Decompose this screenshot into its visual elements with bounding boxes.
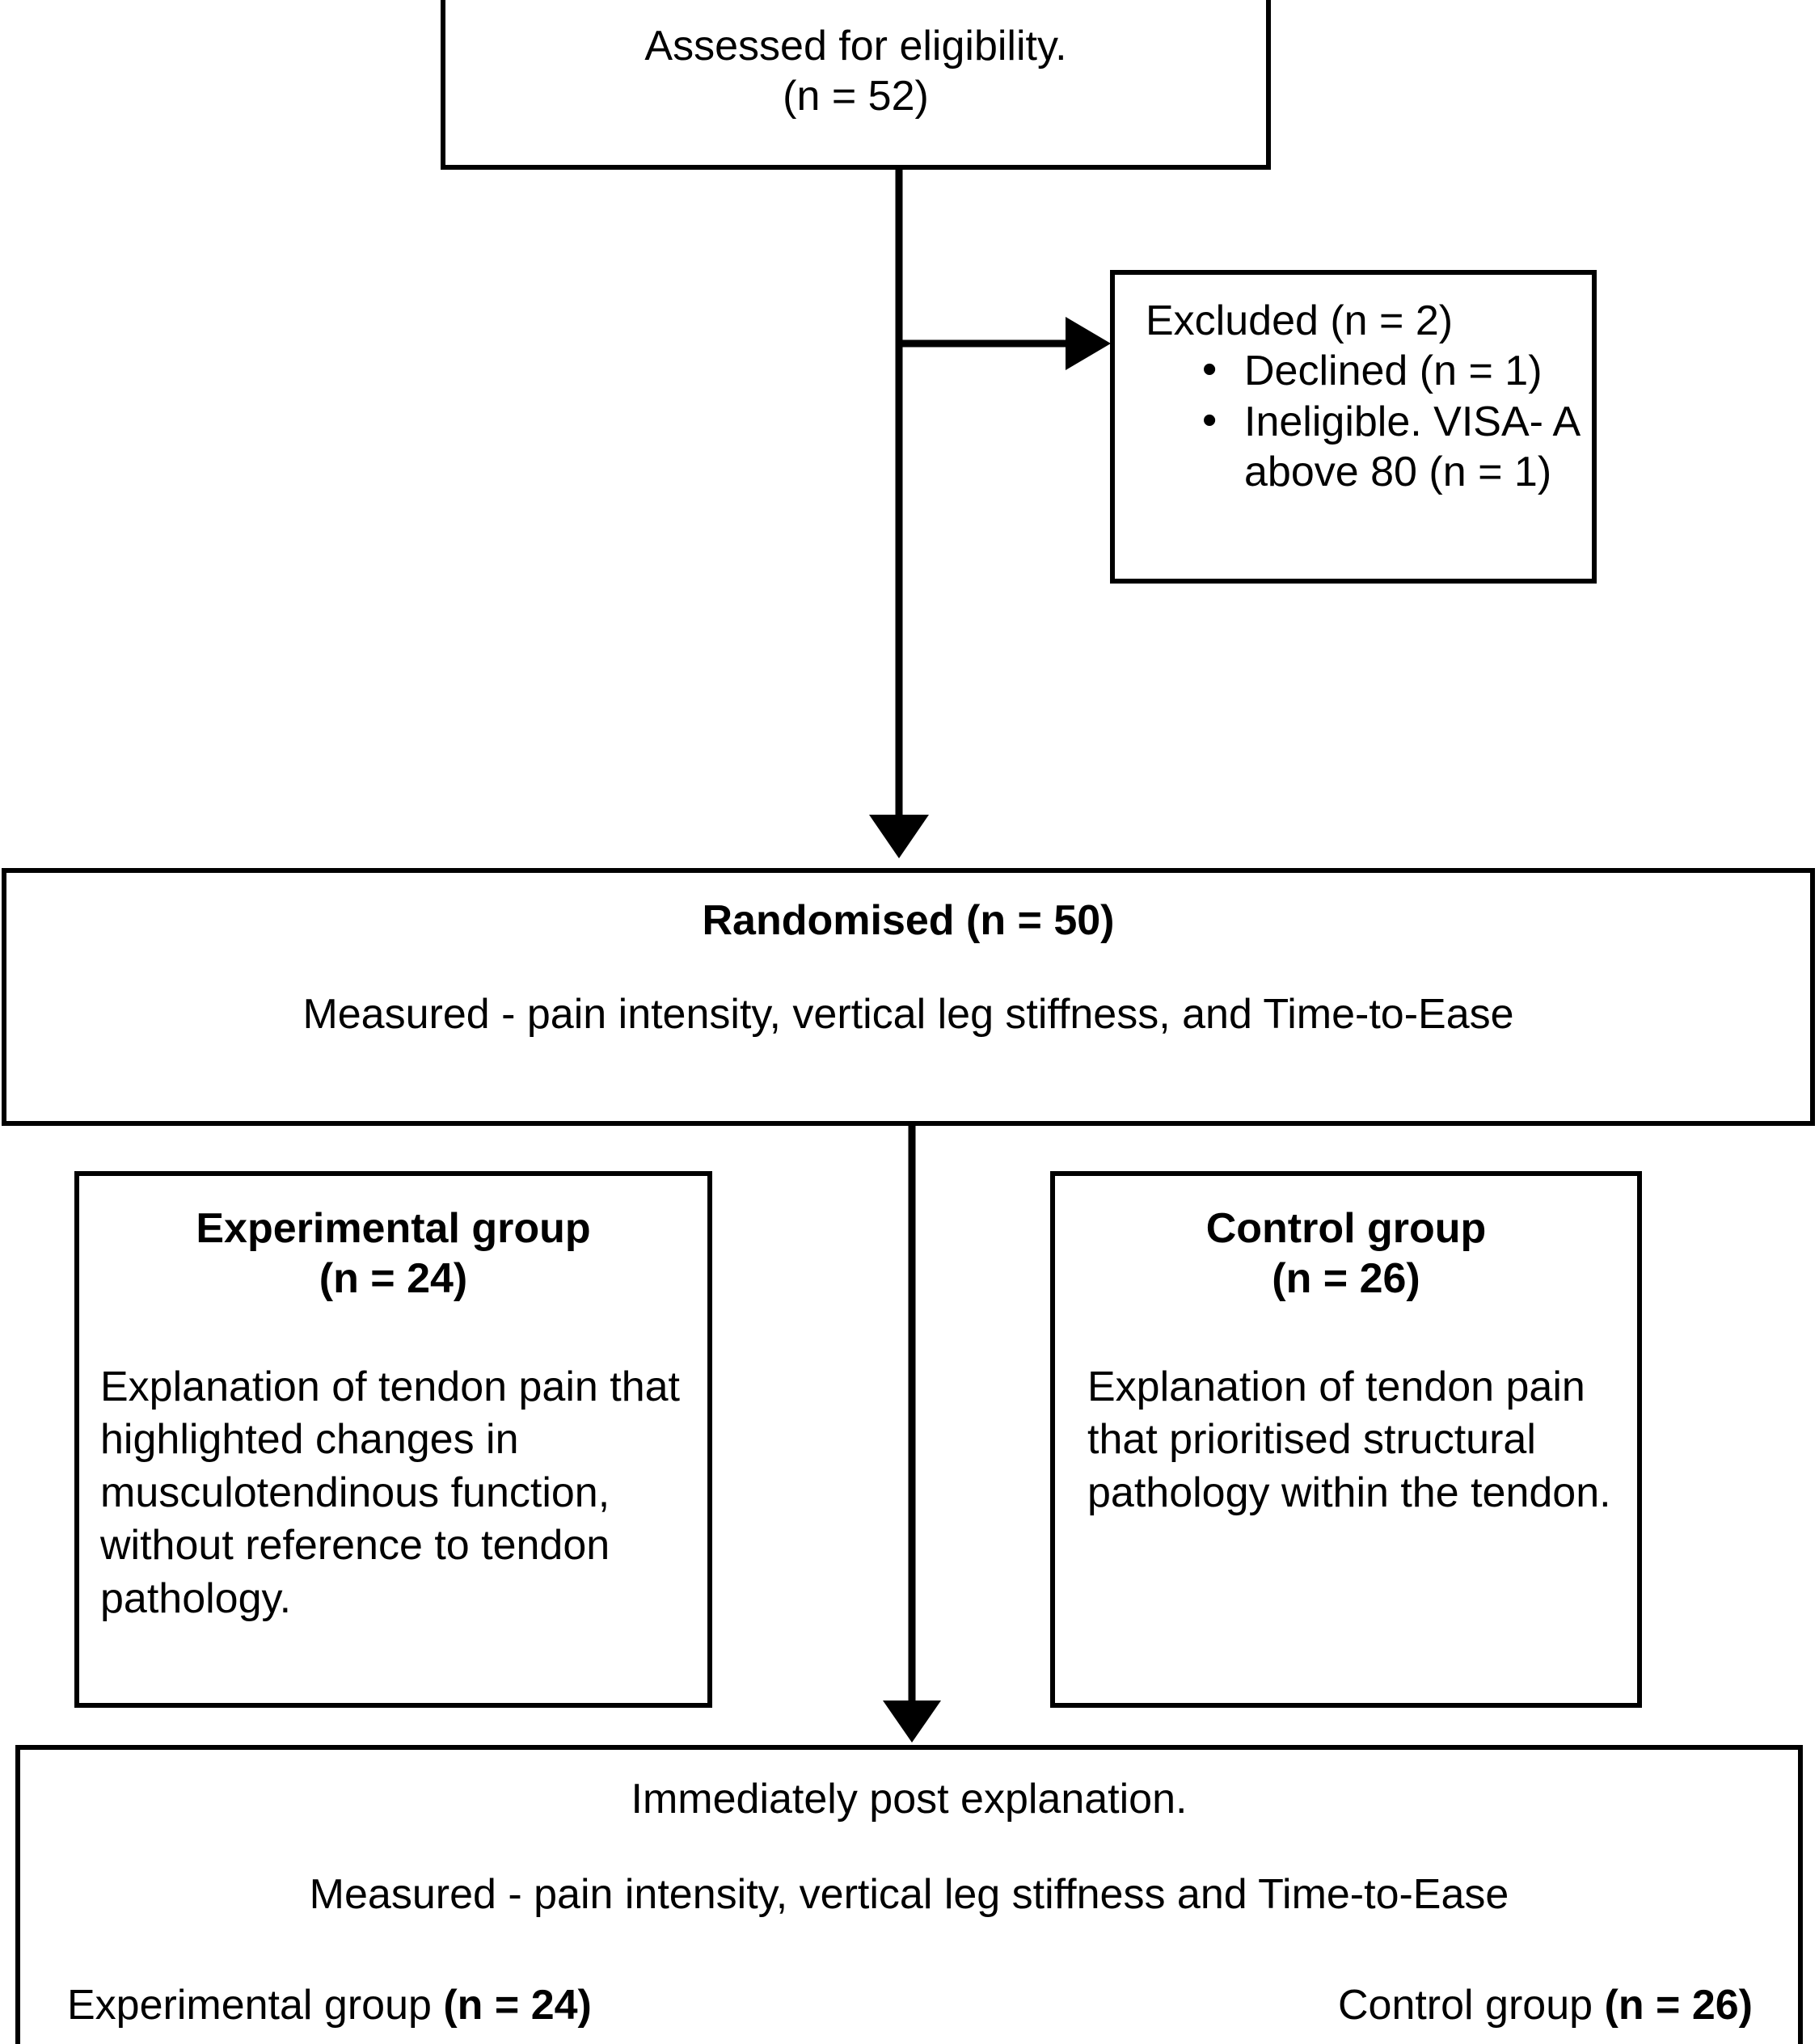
excluded-reason-list: • Declined (n = 1) • Ineligible. VISA- A… bbox=[1146, 346, 1592, 497]
excluded-reason-text: Ineligible. VISA- A above 80 (n = 1) bbox=[1244, 398, 1579, 496]
arrowhead-into-excluded bbox=[1066, 317, 1111, 370]
box-control-group: Control group (n = 26) Explanation of te… bbox=[1050, 1171, 1642, 1708]
box-post-explanation: Immediately post explanation. Measured -… bbox=[15, 1745, 1803, 2044]
experimental-title: Experimental group bbox=[196, 1205, 591, 1252]
bullet-icon: • bbox=[1202, 396, 1218, 444]
arrowhead-into-post bbox=[883, 1701, 941, 1743]
list-item: • Ineligible. VISA- A above 80 (n = 1) bbox=[1199, 397, 1592, 498]
assessed-count: (n = 52) bbox=[783, 73, 929, 120]
box-assessed-for-eligibility: Assessed for eligibility. (n = 52) bbox=[441, 0, 1271, 170]
control-description: Explanation of tendon pain that prioriti… bbox=[1087, 1363, 1611, 1516]
randomised-measured: Measured - pain intensity, vertical leg … bbox=[302, 991, 1514, 1039]
post-control-label: Control group (n = 26) bbox=[1338, 1980, 1753, 2030]
arrowhead-into-randomised bbox=[869, 815, 929, 858]
control-title: Control group bbox=[1205, 1205, 1487, 1252]
post-control-count: (n = 26) bbox=[1604, 1981, 1754, 2029]
post-experimental-count: (n = 24) bbox=[443, 1981, 592, 2029]
post-heading: Immediately post explanation. bbox=[631, 1776, 1188, 1823]
randomised-title: Randomised (n = 50) bbox=[702, 897, 1115, 944]
list-item: • Declined (n = 1) bbox=[1199, 346, 1592, 396]
post-experimental-label: Experimental group (n = 24) bbox=[67, 1980, 592, 2030]
assessed-title: Assessed for eligibility. bbox=[644, 23, 1067, 70]
bullet-icon: • bbox=[1202, 346, 1218, 394]
excluded-reason-text: Declined (n = 1) bbox=[1244, 348, 1543, 395]
post-footer: Experimental group (n = 24) Control grou… bbox=[20, 1980, 1798, 2030]
experimental-count: (n = 24) bbox=[319, 1255, 468, 1303]
experimental-description: Explanation of tendon pain that highligh… bbox=[100, 1363, 681, 1622]
box-randomised: Randomised (n = 50) Measured - pain inte… bbox=[2, 868, 1815, 1126]
control-count: (n = 26) bbox=[1272, 1255, 1420, 1303]
box-experimental-group: Experimental group (n = 24) Explanation … bbox=[74, 1171, 712, 1708]
post-experimental-text: Experimental group bbox=[67, 1981, 444, 2029]
post-measured: Measured - pain intensity, vertical leg … bbox=[309, 1871, 1509, 1919]
box-excluded: Excluded (n = 2) • Declined (n = 1) • In… bbox=[1110, 270, 1597, 584]
excluded-heading: Excluded (n = 2) bbox=[1146, 297, 1454, 344]
post-control-text: Control group bbox=[1337, 1981, 1605, 2029]
